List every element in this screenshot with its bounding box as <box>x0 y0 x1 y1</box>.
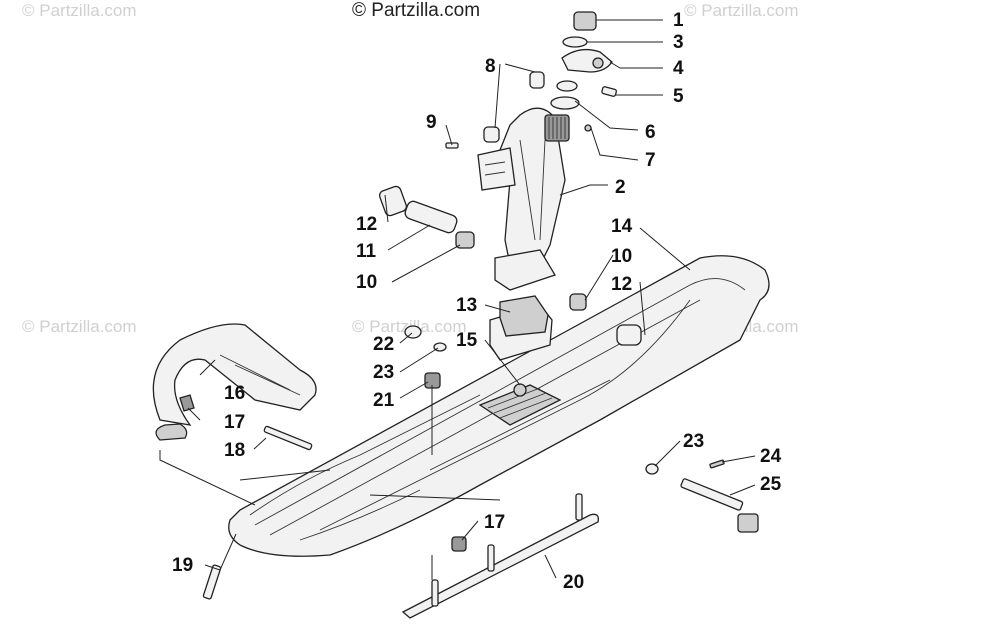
callout-23-right: 23 <box>683 431 704 452</box>
callout-20: 20 <box>563 572 584 593</box>
callout-numbers: 1 3 4 5 6 7 8 9 2 14 12 11 10 10 12 13 1… <box>172 10 782 593</box>
watermark-mid-left: © Partzilla.com <box>22 317 137 336</box>
callout-2: 2 <box>615 177 626 198</box>
callout-23-left: 23 <box>373 362 394 383</box>
callout-5: 5 <box>673 86 684 107</box>
small-hardware <box>202 325 759 600</box>
callout-6: 6 <box>645 122 656 143</box>
watermark-top-center: © Partzilla.com <box>352 0 480 21</box>
callout-12-left: 12 <box>356 214 377 235</box>
callout-16: 16 <box>224 383 245 404</box>
callout-10-right: 10 <box>611 246 632 267</box>
bushings <box>378 185 642 346</box>
callout-18: 18 <box>224 440 245 461</box>
callout-22: 22 <box>373 334 394 355</box>
watermark-top-left: © Partzilla.com <box>22 1 137 20</box>
callout-21: 21 <box>373 390 395 411</box>
callout-15: 15 <box>456 330 478 351</box>
spindle <box>477 107 570 291</box>
callout-9: 9 <box>426 112 437 133</box>
callout-25: 25 <box>760 474 782 495</box>
ski-handle <box>152 323 317 441</box>
callout-1: 1 <box>673 10 684 31</box>
wear-bar <box>401 493 599 619</box>
callout-24: 24 <box>760 446 782 467</box>
callout-14: 14 <box>611 216 633 237</box>
callout-17-left: 17 <box>224 412 245 433</box>
callout-11: 11 <box>356 241 377 262</box>
callout-8: 8 <box>485 56 496 77</box>
callout-7: 7 <box>645 150 656 171</box>
callout-12-right: 12 <box>611 274 632 295</box>
watermark-top-right: © Partzilla.com <box>684 1 799 20</box>
callout-13: 13 <box>456 295 477 316</box>
callout-10-left: 10 <box>356 272 377 293</box>
callout-4: 4 <box>673 58 684 79</box>
callout-19: 19 <box>172 555 193 576</box>
leader-lines <box>159 19 756 580</box>
top-hardware <box>445 11 617 149</box>
callout-17-right: 17 <box>484 512 505 533</box>
callout-3: 3 <box>673 32 684 53</box>
